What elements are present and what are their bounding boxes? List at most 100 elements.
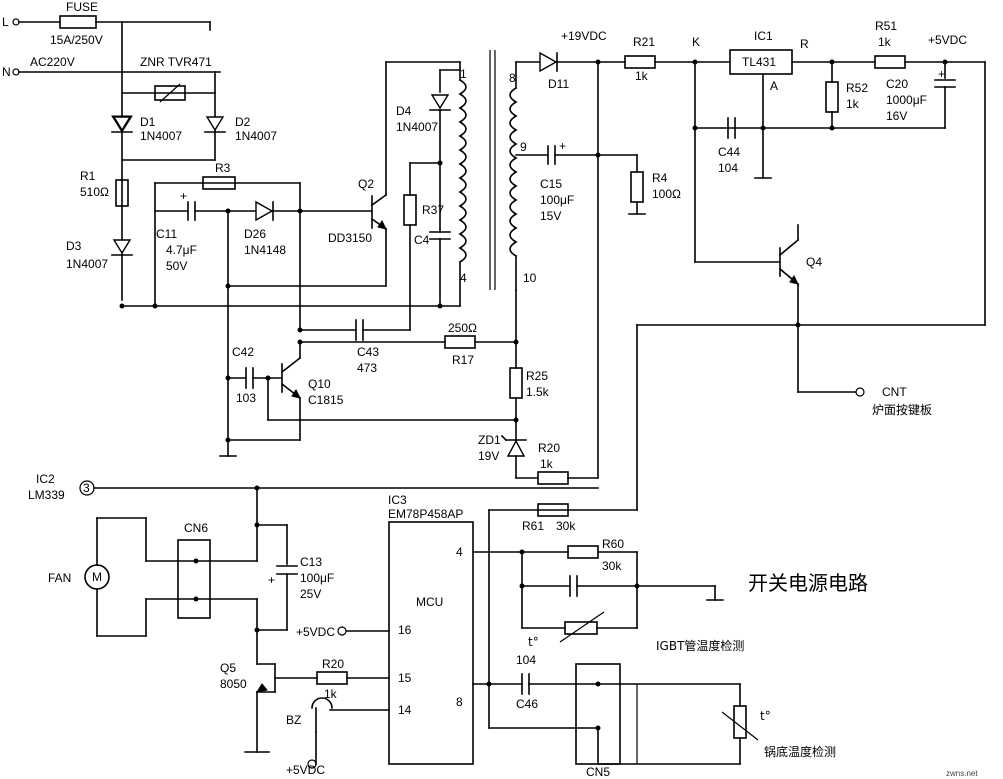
label-c44: C44 [718,145,740,159]
label-znr: ZNR TVR471 [140,55,212,69]
label-c43: C43 [357,345,379,359]
label-mcu-part: EM78P458AP [388,507,463,521]
label-cnt-desc: 炉面按键板 [872,403,932,417]
label-n: N [2,65,11,79]
watermark: zwns.net [946,769,978,778]
label-r51: R51 [875,19,897,33]
label-q10: Q10 [308,377,331,391]
label-cn5: CN5 [586,765,610,779]
label-plus5vdc-bz: +5VDC [286,763,325,777]
label-ac220v: AC220V [30,55,75,69]
label-c13-volt: 25V [300,587,321,601]
znr-varistor [121,71,216,161]
label-zd1-val: 19V [478,449,499,463]
label-c42: C42 [232,345,254,359]
resistor-r60 [567,545,599,559]
label-d3: D3 [66,239,82,253]
resistor-r61 [537,503,569,517]
label-d4: D4 [396,104,412,118]
label-ic3: IC3 [388,493,407,507]
label-c13-cap: 100μF [300,571,334,585]
resistor-r20-bottom [316,671,348,685]
label-q10-part: C1815 [308,393,344,407]
section-title: 开关电源电路 [748,571,868,595]
label-pin14: 14 [398,703,412,717]
diode-d3 [111,239,133,256]
label-plus19vdc: +19VDC [561,29,607,43]
label-r20-top: R20 [538,441,560,455]
ac-labels: L N FUSE 15A/250V AC220V ZNR TVR471 [2,0,212,79]
label-d2: D2 [235,115,251,129]
label-q4: Q4 [806,255,822,269]
label-c46-val: 104 [516,653,536,667]
label-r60: R60 [602,537,624,551]
label-r51-val: 1k [878,35,892,49]
label-ic2: IC2 [36,472,55,486]
label-t-deg1: t° [528,635,539,649]
resistor-r20-top [537,471,569,485]
label-c15-volt: 15V [540,209,561,223]
buzzer-bz [307,697,333,769]
label-q5-part: 8050 [220,677,247,691]
diode-d26 [255,200,274,222]
label-r-pin: R [800,37,809,51]
label-pot-sense: 锅底温度检测 [764,744,836,759]
fuse [59,15,97,29]
label-t-pin1: 1 [460,67,467,81]
resistor-r52 [825,81,839,113]
label-fuse-rating: 15A/250V [50,33,103,47]
label-pin4: 4 [456,545,463,559]
label-r20-top-val: 1k [540,457,554,471]
label-c4: C4 [414,233,430,247]
label-r37: R37 [422,203,444,217]
diode-d4 [430,94,450,110]
label-r1: R1 [80,169,96,183]
label-c11-cap: 4.7μF [166,243,197,257]
igbt-temp-sense [519,551,724,643]
label-c13: C13 [300,555,322,569]
resistor-r1 [115,179,129,207]
mcu-body [388,521,474,765]
label-c42-val: 103 [236,391,256,405]
svg-text:+: + [559,139,566,153]
label-c46: C46 [516,697,538,711]
zener-zd1 [506,439,526,457]
label-r61: R61 [522,519,544,533]
label-l: L [2,15,9,29]
label-d2-part: 1N4007 [235,129,277,143]
label-pin16: 16 [398,623,412,637]
label-d1: D1 [140,115,156,129]
label-q2-part: DD3150 [328,231,372,245]
label-plus5vdc-top: +5VDC [928,33,967,47]
transformer-primary [403,50,496,309]
label-r52: R52 [846,81,868,95]
label-r3: R3 [215,161,231,175]
label-q2: Q2 [358,177,374,191]
label-c11: C11 [156,227,177,241]
fan-circuit [84,487,298,753]
label-fuse: FUSE [66,0,98,14]
label-pin15: 15 [398,671,412,685]
label-cn6: CN6 [184,521,208,535]
resistor-r51 [874,55,906,69]
label-lm339: LM339 [28,488,65,502]
label-t-pin8: 8 [509,71,516,85]
transformer-secondary [509,51,731,479]
diode-d1 [111,115,133,133]
label-igbt-sense: IGBT管温度检测 [656,638,744,653]
resistor-r21 [624,55,656,69]
label-c15-cap: 100μF [540,193,574,207]
label-q5: Q5 [220,661,236,675]
r25-zd1-r20 [500,367,599,485]
tl431-regulator [692,49,986,326]
label-c43-val: 473 [357,361,377,375]
label-d1-part: 1N4007 [140,129,182,143]
label-r20-bottom: R20 [322,657,344,671]
resistor-r4 [630,171,644,203]
svg-text:+: + [268,573,275,587]
label-bz: BZ [286,713,301,727]
label-fan: FAN [48,571,71,585]
label-r21: R21 [633,35,655,49]
